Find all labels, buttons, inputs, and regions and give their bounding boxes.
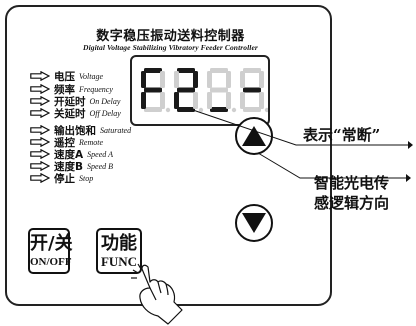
arrow-indicator-icon: [30, 149, 50, 159]
display-segment-c: [259, 92, 264, 109]
indicator-label-en: Speed B: [87, 161, 114, 171]
callout-sensor-line2: 感逻辑方向: [314, 194, 390, 212]
display-segment-c: [226, 92, 231, 109]
display-segment-b: [259, 71, 264, 88]
indicator-label-cn: 输出饱和: [54, 124, 96, 137]
arrow-indicator-icon: [30, 125, 50, 135]
display-segment-e: [207, 92, 212, 109]
triangle-down-icon: [242, 213, 266, 233]
indicator-saturated: 输出饱和 Saturated: [30, 124, 132, 137]
indicator-label-cn: 速度B: [54, 160, 84, 173]
indicator-label-en: Frequency: [79, 84, 113, 94]
pointing-hand-icon: [131, 263, 183, 325]
indicator-label-en: Saturated: [100, 125, 132, 135]
onoff-button[interactable]: 开/关 ON/OFF: [28, 228, 73, 274]
func-button[interactable]: 功能 FUNC: [96, 228, 142, 274]
display-segment-g: [210, 87, 228, 93]
display-segment-d: [144, 107, 162, 112]
arrow-indicator-icon: [30, 161, 50, 171]
indicator-on-delay: 开延时 On Delay: [30, 95, 121, 108]
display-segment-b: [193, 71, 198, 88]
indicator-label-cn: 频率: [54, 83, 75, 96]
display-segment-g: [177, 87, 195, 93]
onoff-label-en: ON/OFF: [30, 256, 72, 268]
display-segment-f: [207, 71, 212, 88]
display-segment-b: [226, 71, 231, 88]
display-decimal-point: [165, 107, 171, 113]
display-segment-c: [160, 92, 165, 109]
display-segment-e: [174, 92, 179, 109]
indicator-speed-b: 速度B Speed B: [30, 160, 114, 173]
indicator-off-delay: 关延时 Off Delay: [30, 107, 121, 120]
indicator-label-cn: 停止: [54, 172, 75, 185]
display-segment-f: [141, 71, 146, 88]
indicator-stop: 停止 Stop: [30, 172, 94, 185]
panel-subtitle: Digital Voltage Stabilizing Vibratory Fe…: [83, 43, 258, 52]
display-decimal-point: [198, 107, 204, 113]
display-segment-b: [160, 71, 165, 88]
indicator-remote: 遥控 Remote: [30, 136, 103, 149]
down-button[interactable]: [235, 204, 273, 242]
up-button[interactable]: [235, 117, 273, 155]
display-segment-g: [144, 87, 162, 93]
arrow-indicator-icon: [30, 84, 50, 94]
onoff-label-cn: 开/关: [30, 233, 73, 254]
display-segment-a: [177, 68, 195, 73]
display-segment-f: [240, 71, 245, 88]
indicator-label-cn: 速度A: [54, 148, 84, 161]
arrow-indicator-icon: [30, 137, 50, 147]
display-segment-e: [141, 92, 146, 109]
indicator-label-en: Stop: [79, 173, 94, 183]
callout-display-note: 表示“常断”: [303, 126, 381, 144]
indicator-label-en: Remote: [79, 137, 103, 147]
display-segment-d: [177, 107, 195, 112]
indicator-voltage: 电压 Voltage: [30, 70, 103, 83]
display-segment-g: [243, 87, 261, 93]
arrow-indicator-icon: [30, 173, 50, 183]
display-segment-a: [144, 68, 162, 73]
arrow-indicator-icon: [30, 96, 50, 106]
indicator-label-cn: 开延时: [54, 95, 86, 108]
func-label-en: FUNC: [100, 254, 138, 269]
display-segment-a: [243, 68, 261, 73]
indicator-label-en: Voltage: [79, 71, 103, 81]
indicator-label-cn: 电压: [54, 70, 75, 83]
seven-segment-display: [130, 55, 270, 126]
display-segment-a: [210, 68, 228, 73]
indicator-label-cn: 遥控: [54, 136, 75, 149]
indicator-label-en: On Delay: [89, 96, 121, 106]
display-segment-f: [174, 71, 179, 88]
display-segment-c: [193, 92, 198, 109]
indicator-label-en: Off Delay: [89, 108, 121, 118]
func-label-cn: 功能: [101, 233, 137, 254]
display-segment-d: [243, 107, 261, 112]
display-decimal-point: [231, 107, 237, 113]
panel-title: 数字稳压振动送料控制器: [96, 29, 245, 44]
indicator-label-en: Speed A: [87, 149, 113, 159]
triangle-up-icon: [242, 126, 266, 146]
arrow-indicator-icon: [30, 108, 50, 118]
callout-sensor-line1: 智能光电传: [314, 174, 390, 192]
indicator-speed-a: 速度A Speed A: [30, 148, 113, 161]
display-segment-d: [210, 107, 228, 112]
display-segment-e: [240, 92, 245, 109]
arrow-indicator-icon: [30, 71, 50, 81]
indicator-frequency: 频率 Frequency: [30, 83, 113, 96]
indicator-label-cn: 关延时: [54, 107, 86, 120]
seven-segment-readout: [141, 68, 270, 113]
